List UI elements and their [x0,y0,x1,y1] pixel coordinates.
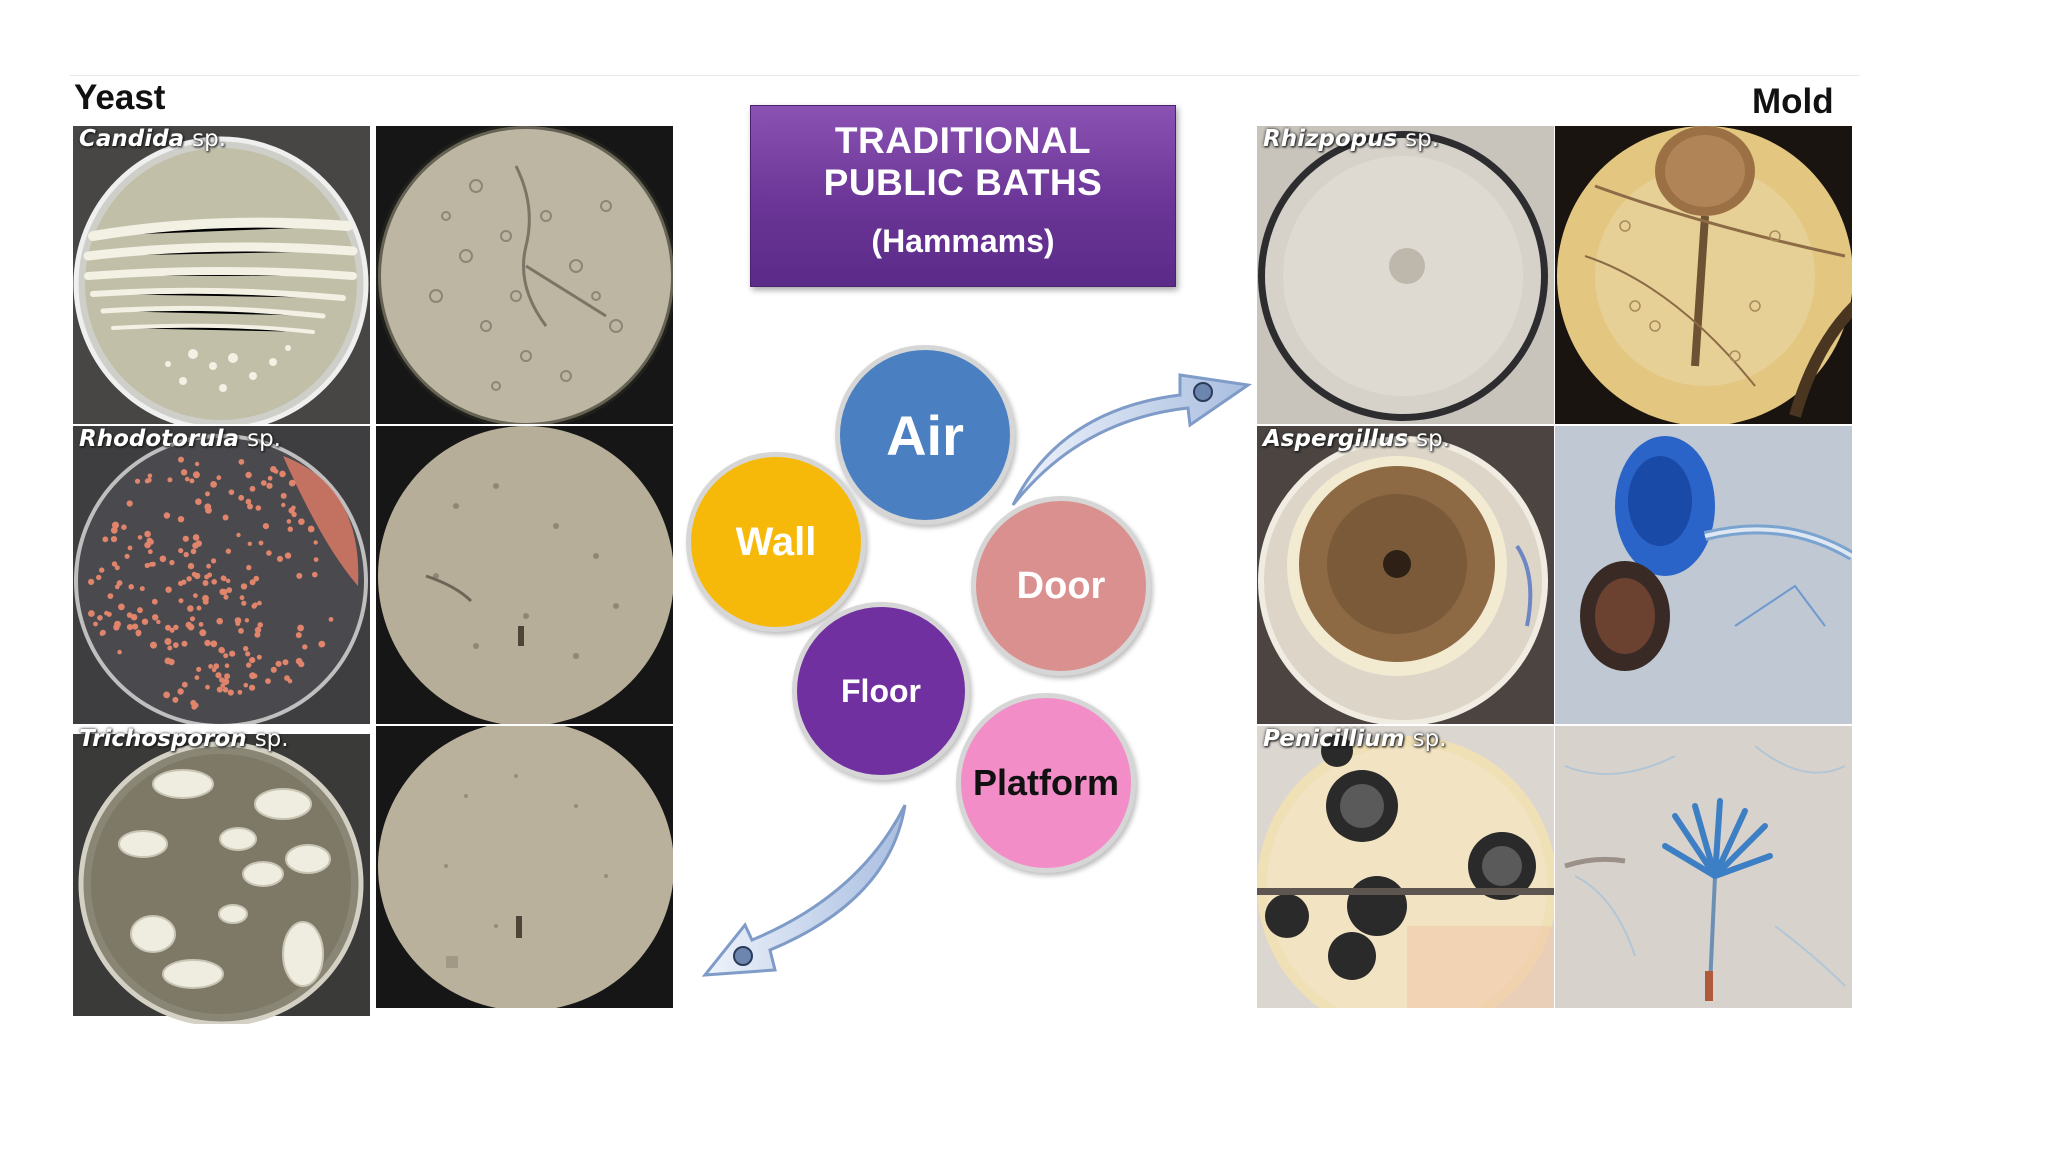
yeast-heading: Yeast [74,78,166,117]
top-divider [70,75,1860,76]
rhodotorula-plate-image: Rhodotorula sp. [73,426,370,724]
mold-heading: Mold [1752,82,1834,121]
aspergillus-microscopy-image [1555,426,1852,724]
source-air-circle: Air [835,345,1015,525]
penicillium-microscopy-image [1555,726,1852,1008]
penicillium-plate-image: Penicillium sp. [1257,726,1554,1008]
source-floor-label: Floor [841,672,921,709]
penicillium-label: Penicillium sp. [1263,726,1447,752]
rhizopus-label: Rhizpopus sp. [1263,126,1440,152]
source-air-label: Air [886,403,964,467]
source-floor-circle: Floor [792,602,970,780]
source-door-label: Door [1016,564,1106,607]
title-line-3: (Hammams) [871,223,1055,259]
candida-label: Candida sp. [79,126,227,152]
source-wall-circle: Wall [686,452,866,632]
source-platform-label: Platform [972,762,1120,803]
arrow-dot-icon [733,946,753,966]
rhodotorula-microscopy-image [376,426,673,724]
source-platform-circle: Platform [956,693,1136,873]
title-line-1: TRADITIONAL [834,120,1092,161]
arrow-to-mold [1011,373,1252,506]
rhizopus-plate-image: Rhizpopus sp. [1257,126,1554,424]
source-door-circle: Door [971,496,1151,676]
aspergillus-label: Aspergillus sp. [1263,426,1450,452]
rhodotorula-label: Rhodotorula sp. [79,426,281,452]
arrow-dot-icon [1193,382,1213,402]
title-box: TRADITIONAL PUBLIC BATHS (Hammams) [750,105,1176,287]
candida-microscopy-image [376,126,673,424]
trichosporon-label: Trichosporon sp. [79,726,289,752]
aspergillus-plate-image: Aspergillus sp. [1257,426,1554,724]
candida-plate-image: Candida sp. [73,126,370,424]
title-line-2: PUBLIC BATHS [823,162,1103,203]
rhizopus-microscopy-image [1555,126,1852,424]
arrow-to-yeast [701,804,907,977]
trichosporon-microscopy-image [376,726,673,1008]
source-wall-label: Wall [735,519,817,564]
trichosporon-plate-image: Trichosporon sp. [73,726,370,1024]
